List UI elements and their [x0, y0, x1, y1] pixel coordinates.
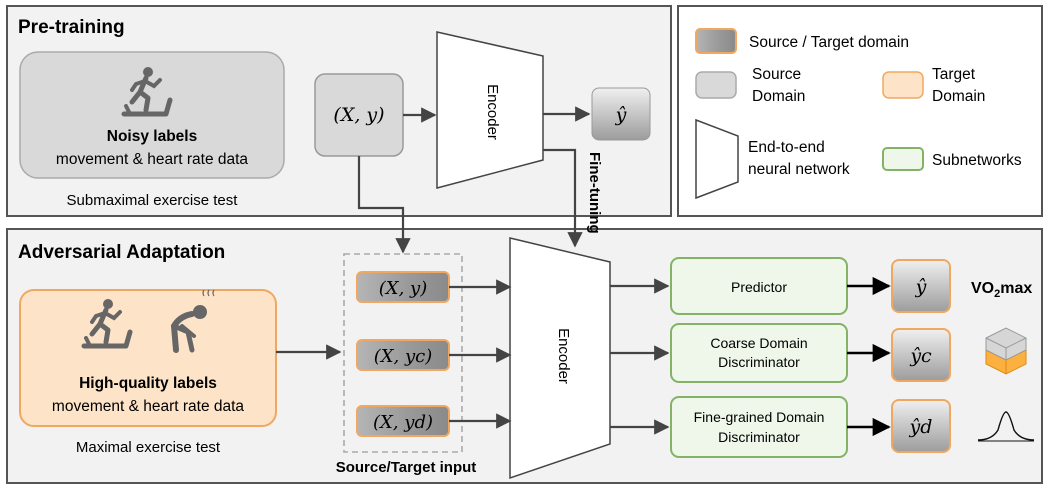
pretraining-encoder-label: Encoder — [484, 84, 501, 140]
finetuning-label: Fine-tuning — [586, 152, 603, 234]
adapt-input-yc-label: (X, yc) — [374, 346, 433, 367]
adapt-output-yd-label: ŷd — [909, 416, 933, 438]
exhausted-person-icon — [170, 289, 215, 353]
adapt-output-yc-label: ŷc — [909, 345, 932, 367]
legend-source-swatch — [695, 71, 737, 99]
vo2max-label: VO2max — [971, 280, 1032, 300]
adapt-output-yc — [891, 328, 951, 382]
legend-target-line2: Domain — [932, 88, 985, 105]
fine-discriminator-line1: Fine-grained Domain — [694, 409, 825, 425]
source-label-sub: movement & heart rate data — [56, 151, 249, 168]
source-caption: Submaximal exercise test — [67, 192, 239, 209]
legend-subnet-swatch — [882, 147, 924, 171]
pretraining-output-box — [591, 87, 651, 141]
legend-network-line2: neural network — [748, 161, 850, 178]
target-label-bold: High-quality labels — [79, 375, 217, 392]
input-group-box — [343, 253, 463, 453]
target-domain-box — [19, 289, 277, 427]
adapt-input-y-label: (X, y) — [379, 278, 427, 299]
predictor-label: Predictor — [731, 279, 787, 295]
legend-source-line2: Domain — [752, 88, 805, 105]
fine-discriminator-head — [670, 396, 848, 458]
coarse-discriminator-head — [670, 323, 848, 383]
legend-source-line1: Source — [752, 66, 801, 83]
adapt-output-y — [891, 259, 951, 313]
input-group-caption: Source/Target input — [336, 459, 477, 476]
target-label-sub: movement & heart rate data — [52, 398, 245, 415]
legend-source-target-swatch — [695, 28, 737, 54]
adaptation-title: Adversarial Adaptation — [18, 242, 225, 263]
legend-source-target-label: Source / Target domain — [749, 34, 909, 51]
legend-network-line1: End-to-end — [748, 139, 825, 156]
adapt-output-yd — [891, 399, 951, 453]
source-label-bold: Noisy labels — [107, 128, 197, 145]
pretraining-title: Pre-training — [18, 17, 125, 38]
cube-stack-icon — [985, 327, 1027, 375]
arrow-finetuning — [543, 148, 583, 248]
adapt-input-yd-label: (X, yd) — [373, 412, 433, 433]
target-caption: Maximal exercise test — [76, 439, 221, 456]
gaussian-curve-icon — [977, 411, 1035, 442]
legend-target-line1: Target — [932, 66, 976, 83]
legend-subnet-label: Subnetworks — [932, 152, 1022, 169]
coarse-discriminator-line2: Discriminator — [718, 354, 800, 370]
treadmill-runner-icon — [121, 67, 173, 117]
adaptation-encoder-label: Encoder — [555, 328, 572, 384]
adapt-output-y-label: ŷ — [915, 276, 927, 298]
pretraining-encoder — [436, 31, 544, 189]
legend-target-swatch — [882, 71, 924, 99]
arrow-pretrain-to-adapt-input — [357, 156, 411, 254]
pretraining-input-label: (X, y) — [333, 104, 384, 126]
fine-discriminator-line2: Discriminator — [718, 429, 800, 445]
coarse-discriminator-line1: Coarse Domain — [710, 335, 807, 351]
legend-network-swatch — [695, 118, 739, 200]
treadmill-runner-icon — [81, 299, 133, 349]
adaptation-encoder — [509, 237, 611, 480]
pretraining-output-label: ŷ — [615, 104, 627, 126]
